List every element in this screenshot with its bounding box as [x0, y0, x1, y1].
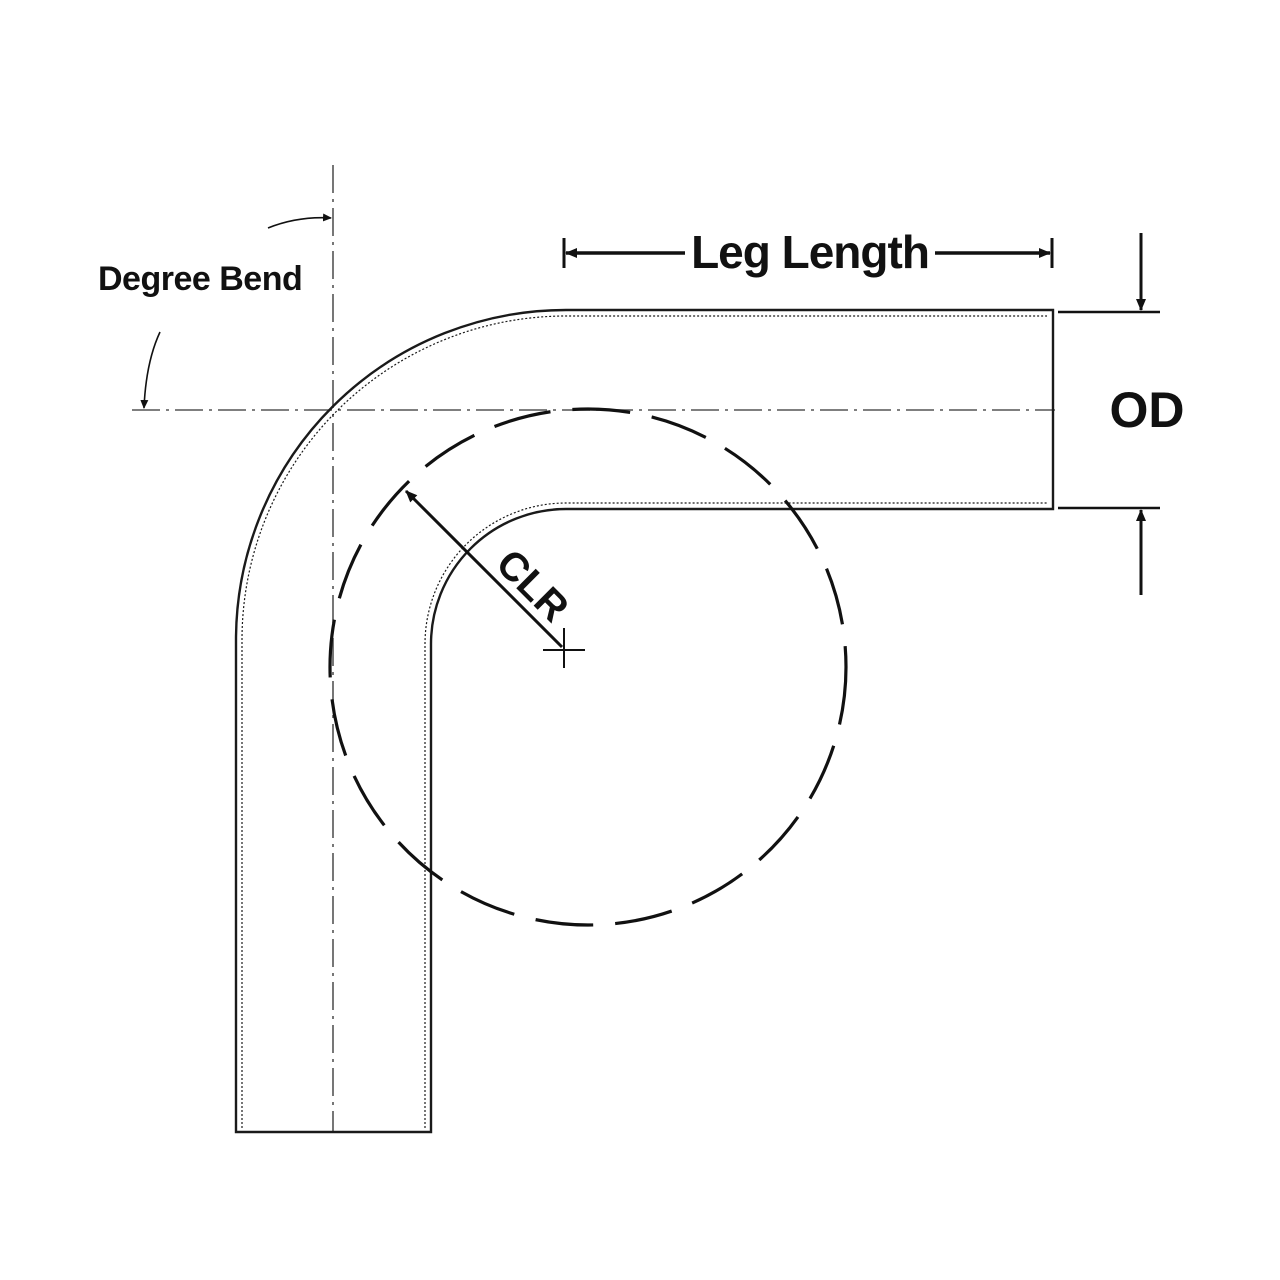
- tube-inner-wall: [241, 315, 1047, 1128]
- clr-circle: [328, 407, 848, 927]
- leg-length-label: Leg Length: [691, 226, 929, 278]
- tube-inner-wall-inside: [424, 502, 1047, 1128]
- tube-outline: [234, 308, 1055, 1134]
- degree-bend-label: Degree Bend: [98, 260, 302, 298]
- leg-length-dimension: [562, 238, 1054, 268]
- od-dimension: [1058, 233, 1160, 595]
- degree-bend-arc-top: [267, 213, 332, 229]
- degree-bend-arc-bottom: [140, 331, 161, 409]
- center-mark-icon: [543, 628, 585, 668]
- od-label: OD: [1110, 382, 1185, 438]
- clr-arrow: [404, 489, 564, 649]
